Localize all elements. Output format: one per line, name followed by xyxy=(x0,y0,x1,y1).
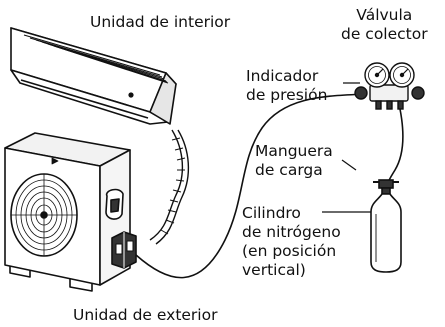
outdoor-unit xyxy=(4,132,137,292)
cylinder-hose xyxy=(385,108,404,191)
label-indoor-unit: Unidad de interior xyxy=(90,13,231,31)
label-charging-hose-line-2: de carga xyxy=(255,161,323,179)
manifold-valve xyxy=(354,62,425,110)
label-nitrogen-cylinder-line-1: Cilindro xyxy=(242,204,301,222)
indoor-unit xyxy=(10,27,177,125)
label-nitrogen-cylinder: Cilindro de nitrógeno (en posición verti… xyxy=(242,204,341,280)
indoor-connection-pipe xyxy=(149,129,190,245)
label-manifold-valve-line-1: Válvula xyxy=(356,6,413,24)
label-nitrogen-cylinder-line-3: (en posición xyxy=(242,242,337,260)
pressure-gauge-left xyxy=(364,62,390,88)
charging-hose xyxy=(135,93,366,279)
label-pressure-gauge-line-2: de presión xyxy=(246,86,328,104)
nitrogen-cylinder xyxy=(370,179,402,273)
label-nitrogen-cylinder-line-2: de nitrógeno xyxy=(242,223,341,241)
label-pressure-gauge: Indicador de presión xyxy=(246,67,327,105)
pressure-gauge-right xyxy=(389,62,415,88)
label-pressure-gauge-line-1: Indicador xyxy=(246,67,319,85)
label-nitrogen-cylinder-line-4: vertical) xyxy=(242,261,306,279)
leader-hose xyxy=(341,159,357,171)
label-manifold-valve-line-2: de colector xyxy=(341,25,428,43)
label-charging-hose: Manguera de carga xyxy=(255,142,333,180)
label-manifold-valve: Válvula de colector xyxy=(341,6,428,44)
label-charging-hose-line-1: Manguera xyxy=(255,142,333,160)
label-outdoor-unit: Unidad de exterior xyxy=(73,306,218,324)
leader-lines xyxy=(322,82,371,213)
